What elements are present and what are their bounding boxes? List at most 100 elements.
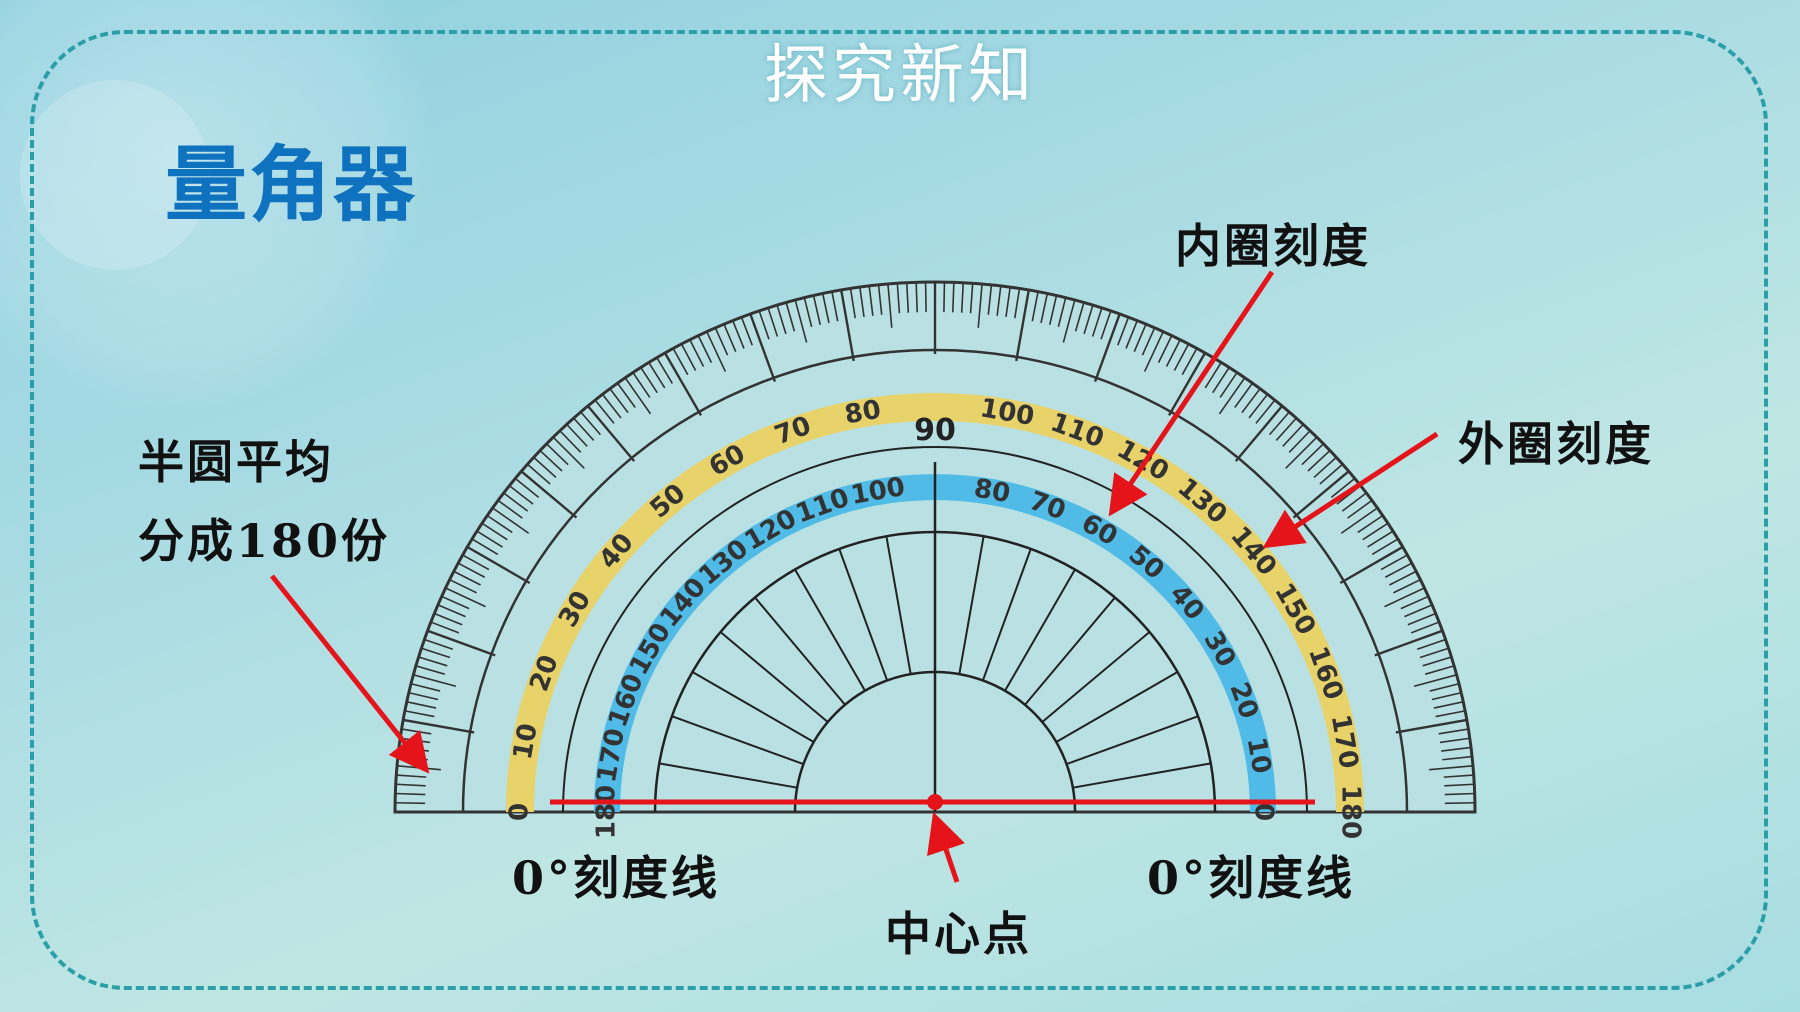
slide-title: 量角器	[165, 138, 418, 233]
degree-tick	[616, 382, 636, 408]
arrow-inner-scale	[1108, 270, 1275, 517]
radial-spoke	[754, 596, 846, 706]
degree-tick	[415, 665, 445, 675]
degree-tick	[533, 456, 557, 479]
degree-tick	[767, 307, 779, 337]
radial-spoke	[1024, 596, 1116, 706]
radial-spoke	[719, 631, 829, 723]
degree-tick	[559, 430, 582, 453]
degree-tick	[457, 562, 486, 578]
degree-tick	[1400, 595, 1429, 610]
degree-tick	[689, 339, 705, 367]
degree-tick	[1218, 377, 1246, 415]
degree-tick	[1307, 449, 1331, 472]
degree-tick	[1384, 562, 1413, 578]
inner-scale-number: 180	[592, 785, 622, 839]
label-center-point: 中心点	[885, 907, 1032, 961]
radial-spoke	[838, 548, 889, 681]
degree-tick	[1330, 477, 1356, 498]
degree-tick	[395, 792, 426, 796]
degree-tick	[1212, 367, 1230, 394]
degree-tick	[1439, 737, 1470, 744]
degree-tick	[1429, 765, 1474, 771]
degree-tick	[831, 291, 839, 322]
degree-tick	[441, 595, 470, 610]
degree-tick	[680, 343, 697, 371]
degree-tick	[924, 282, 927, 313]
radial-spoke	[1072, 762, 1211, 789]
degree-tick	[1410, 621, 1440, 634]
degree-tick	[849, 288, 857, 319]
degree-tick	[552, 436, 585, 469]
degree-tick	[1339, 545, 1404, 585]
degree-tick	[413, 674, 457, 687]
degree-tick	[1268, 411, 1290, 436]
arrow-outer-scale	[1262, 431, 1439, 549]
degree-tick	[418, 656, 448, 667]
degree-tick	[1005, 287, 1011, 317]
label-semicircle-line1: 半圆平均	[138, 435, 334, 489]
degree-tick	[492, 507, 530, 534]
degree-tick	[1234, 405, 1284, 462]
degree-tick	[402, 718, 475, 734]
degree-tick	[1133, 323, 1147, 353]
degree-tick	[840, 289, 855, 362]
degree-tick	[987, 284, 993, 315]
degree-tick	[1165, 339, 1181, 367]
degree-tick	[601, 393, 622, 419]
degree-tick	[1404, 604, 1433, 618]
degree-tick	[1444, 801, 1475, 805]
degree-tick	[821, 293, 830, 324]
degree-tick	[445, 587, 486, 608]
degree-tick	[1319, 463, 1344, 485]
radial-spoke	[1041, 631, 1151, 723]
degree-tick	[1100, 310, 1112, 340]
degree-tick	[1371, 538, 1399, 556]
degree-tick	[1313, 456, 1337, 479]
degree-tick	[943, 282, 946, 313]
degree-tick	[1157, 335, 1173, 363]
degree-tick	[960, 282, 965, 313]
degree-tick	[859, 287, 865, 317]
degree-tick	[640, 367, 658, 394]
outer-scale-number: 10	[508, 721, 544, 762]
degree-tick	[1048, 295, 1058, 325]
degree-tick	[714, 327, 729, 356]
outer-scale-band	[506, 393, 1364, 813]
inner-scale-number: 80	[972, 474, 1013, 510]
degree-tick	[803, 297, 813, 328]
radial-spoke	[671, 715, 804, 766]
degree-tick	[421, 647, 451, 659]
radial-spoke	[1004, 569, 1076, 692]
degree-tick	[396, 774, 427, 778]
degree-tick	[868, 285, 874, 316]
degree-tick	[1275, 417, 1297, 441]
degree-tick	[497, 499, 523, 519]
degree-tick	[1141, 327, 1156, 356]
degree-tick	[731, 320, 745, 349]
degree-tick	[706, 331, 727, 372]
radial-spokes	[659, 536, 1211, 789]
degree-tick	[514, 477, 540, 498]
degree-tick	[632, 372, 651, 398]
degree-tick	[1341, 492, 1367, 512]
degree-tick	[887, 283, 893, 328]
label-zero-line-left: 0°刻度线	[512, 851, 721, 905]
degree-tick	[1093, 313, 1121, 383]
degree-tick	[663, 352, 703, 416]
degree-tick	[1282, 423, 1304, 447]
degree-tick	[1040, 293, 1049, 324]
degree-tick	[1362, 522, 1389, 541]
degree-tick	[1340, 507, 1378, 534]
degree-tick	[723, 323, 737, 353]
degree-tick	[1013, 288, 1021, 319]
degree-tick	[609, 388, 629, 414]
label-outer-scale: 外圈刻度	[1458, 417, 1654, 471]
degree-tick	[539, 449, 563, 472]
section-title: 探究新知	[764, 39, 1036, 113]
degree-tick	[580, 411, 602, 436]
degree-tick	[1435, 710, 1466, 718]
degree-tick	[1413, 674, 1457, 687]
degree-tick	[1444, 783, 1475, 787]
middle-scale-arc	[562, 446, 1308, 813]
